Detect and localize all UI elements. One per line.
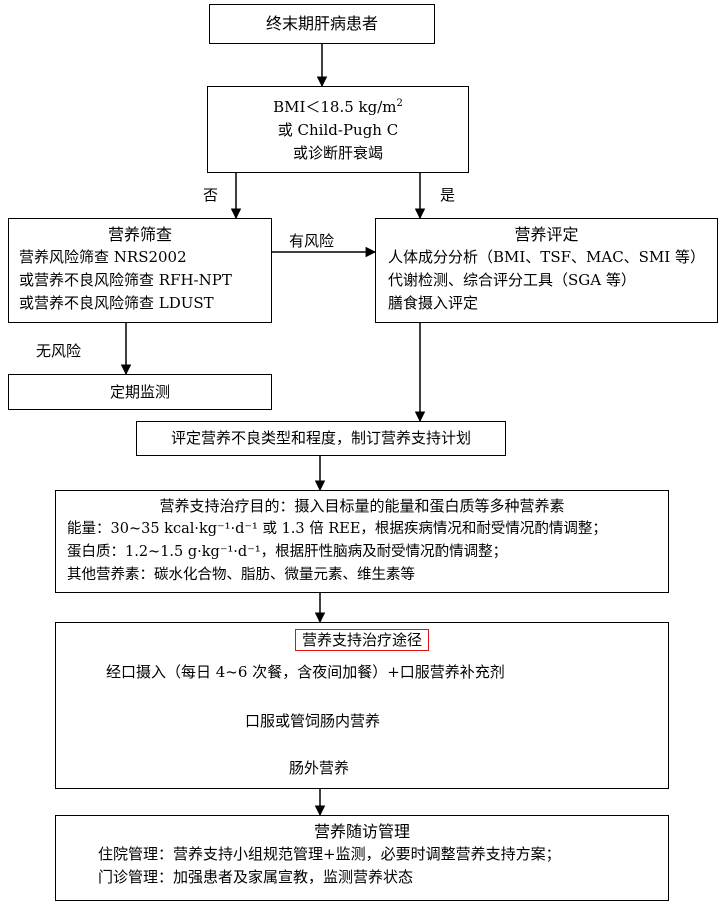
goals-energy: 能量：30~35 kcal·kg⁻¹·d⁻¹ 或 1.3 倍 REE，根据疾病情… [67, 521, 607, 537]
criteria-bmi-sup: 2 [396, 98, 403, 109]
route-node: 营养支持治疗途径 经口摄入（每日 4~6 次餐，含夜间加餐）+口服营养补充剂 口… [55, 622, 669, 789]
criteria-child-pugh: 或 Child-Pugh C [277, 121, 399, 139]
screening-line-2: 或营养不良风险筛查 RFH-NPT [19, 271, 232, 289]
followup-node: 营养随访管理 住院管理：营养支持小组规范管理+监测，必要时调整营养支持方案； 门… [55, 815, 669, 901]
assessment-title: 营养评定 [514, 225, 579, 244]
label-no-risk: 无风险 [36, 342, 82, 360]
goals-title: 营养支持治疗目的：摄入目标量的能量和蛋白质等多种营养素 [159, 497, 565, 515]
label-risk: 有风险 [289, 232, 335, 250]
screening-line-1: 营养风险筛查 NRS2002 [19, 248, 187, 266]
plan-text: 评定营养不良类型和程度，制订营养支持计划 [170, 429, 471, 447]
followup-outpatient: 门诊管理：加强患者及家属宣教，监测营养状态 [98, 868, 414, 886]
start-node: 终末期肝病患者 [209, 4, 435, 44]
goals-other: 其他营养素：碳水化合物、脂肪、微量元素、维生素等 [67, 567, 415, 583]
goals-node: 营养支持治疗目的：摄入目标量的能量和蛋白质等多种营养素 能量：30~35 kca… [55, 490, 669, 593]
assessment-line-1: 人体成分分析（BMI、TSF、MAC、SMI 等） [388, 248, 705, 266]
route-step-oral: 经口摄入（每日 4~6 次餐，含夜间加餐）+口服营养补充剂 [106, 663, 505, 681]
assessment-line-3: 膳食摄入评定 [388, 294, 479, 312]
goals-protein: 蛋白质：1.2~1.5 g·kg⁻¹·d⁻¹，根据肝性脑病及耐受情况酌情调整； [67, 544, 508, 560]
label-no: 否 [203, 186, 219, 204]
route-step-parenteral: 肠外营养 [289, 759, 350, 777]
screening-line-3: 或营养不良风险筛查 LDUST [19, 294, 214, 312]
start-node-text: 终末期肝病患者 [265, 14, 378, 33]
screening-node: 营养筛查 营养风险筛查 NRS2002 或营养不良风险筛查 RFH-NPT 或营… [8, 218, 272, 323]
assessment-line-2: 代谢检测、综合评分工具（SGA 等） [388, 271, 636, 289]
assessment-node: 营养评定 人体成分分析（BMI、TSF、MAC、SMI 等） 代谢检测、综合评分… [375, 218, 718, 323]
monitor-text: 定期监测 [109, 383, 170, 401]
followup-inpatient: 住院管理：营养支持小组规范管理+监测，必要时调整营养支持方案； [98, 845, 561, 863]
route-step-enteral: 口服或管饲肠内营养 [245, 712, 381, 730]
plan-node: 评定营养不良类型和程度，制订营养支持计划 [136, 421, 506, 456]
route-title: 营养支持治疗途径 [294, 629, 429, 651]
monitor-node: 定期监测 [8, 374, 272, 410]
criteria-liver-failure: 或诊断肝衰竭 [292, 144, 383, 162]
screening-title: 营养筛查 [107, 225, 172, 244]
label-yes: 是 [440, 186, 456, 204]
followup-title: 营养随访管理 [313, 822, 410, 841]
criteria-bmi: BMI＜18.5 kg/m2 [273, 98, 403, 116]
criteria-node: BMI＜18.5 kg/m2 或 Child-Pugh C 或诊断肝衰竭 [207, 86, 469, 173]
